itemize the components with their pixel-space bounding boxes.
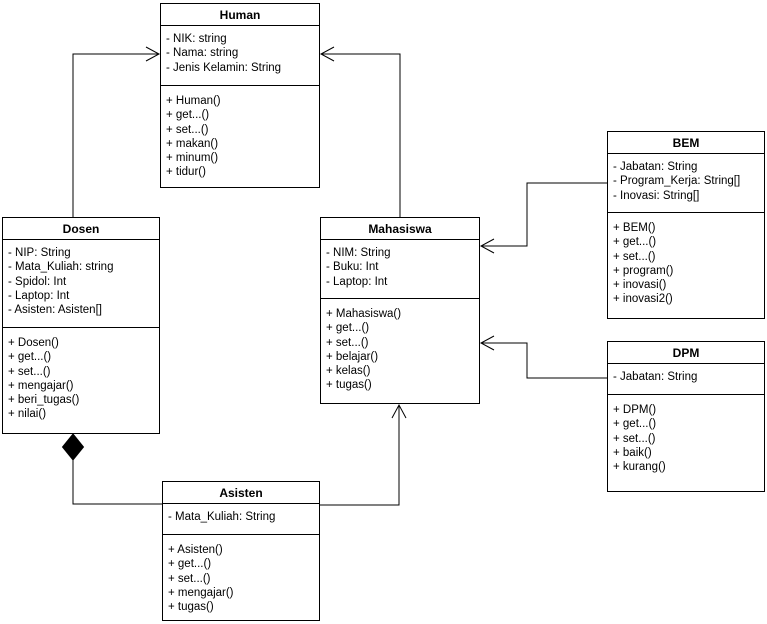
class-methods-dpm: + DPM() + get...()+ set...()+ baik() + kur… [608,395,764,491]
member-row: + set...() [326,336,369,349]
member-row: + Human() [166,95,221,107]
member-row: + mengajar() [8,379,74,392]
class-methods-mahasiswa: + Mahasiswa() + get...()+ set...()+ belaj… [321,299,479,403]
member-row: - Laptop: Int [8,289,70,302]
member-row: + Dosen() [8,337,59,349]
member-row: + mengajar() [168,586,234,599]
connector-mahasiswa-to-human [319,46,401,217]
class-box-asisten: Asisten - Mata_Kuliah: String + Asisten(… [162,481,320,621]
member-row: - NIM: String [326,247,391,259]
member-row: - Nama: string [166,47,239,60]
member-row: + beri_tugas() [8,394,80,407]
member-row: + set...() [613,432,656,445]
arrowhead-left-icon [479,335,495,351]
class-methods-dosen: + Dosen() + get...()+ set...()+ mengajar(… [3,328,159,433]
class-methods-human: + Human() + get...()+ set...()+ makan() + … [161,86,319,187]
member-row: - Buku: Int [326,261,379,274]
class-box-dpm: DPM - Jabatan: String + DPM()+ get...()+… [607,341,765,492]
member-row: + belajar() [326,350,379,363]
member-row: + tugas() [168,601,214,614]
class-name-dosen: Dosen [3,218,159,240]
class-attributes-human: - NIK: string - Nama: string- Jenis Kelam… [161,26,319,86]
class-box-dosen: Dosen - NIP: String - Mata_Kuliah: string… [2,217,160,434]
member-row: + get...() [326,322,370,335]
connector-dosen-composition-asisten [61,433,162,505]
member-row: - Spidol: Int [8,275,67,288]
class-name-bem: BEM [608,132,764,154]
member-row: + baik() [613,446,652,459]
member-row: - Program_Kerja: String[] [613,175,741,188]
arrowhead-up-icon [391,403,407,419]
class-box-bem: BEM - Jabatan: String - Program_Kerja: St… [607,131,765,319]
member-row: + kelas() [326,365,371,378]
class-attributes-dosen: - NIP: String - Mata_Kuliah: string- Spid… [3,240,159,328]
member-row: + Mahasiswa() [326,308,402,320]
class-box-human: Human - NIK: string - Nama: string- Jenis… [160,3,320,188]
member-row: + minum() [166,152,219,165]
class-name-dpm: DPM [608,342,764,364]
member-row: - Laptop: Int [326,275,388,288]
arrowhead-right-icon [145,46,161,62]
member-row: - NIK: string [166,33,227,45]
member-row: + set...() [166,123,209,136]
arrowhead-left-icon [319,46,335,62]
class-attributes-mahasiswa: - NIM: String - Buku: Int- Laptop: Int [321,240,479,299]
member-row: - Inovasi: String[] [613,189,700,202]
class-methods-bem: + BEM() + get...()+ set...()+ program() + … [608,213,764,318]
member-row: - Jabatan: String [613,371,698,383]
class-box-mahasiswa: Mahasiswa - NIM: String - Buku: Int- Lapt… [320,217,480,404]
member-row: + set...() [168,572,211,585]
composition-diamond-icon [61,433,85,461]
member-row: + kurang() [613,461,666,474]
member-row: - Mata_Kuliah: string [8,261,114,274]
member-row: + get...() [166,109,210,122]
class-attributes-dpm: - Jabatan: String [608,364,764,395]
member-row: + DPM() [613,404,657,416]
connector-asisten-to-mahasiswa [320,403,407,506]
member-row: + set...() [613,250,656,263]
member-row: + get...() [613,236,657,249]
class-name-mahasiswa: Mahasiswa [321,218,479,240]
connector-dosen-to-human [72,46,161,217]
member-row: - Asisten: Asisten[] [8,304,102,317]
member-row: + get...() [8,351,52,364]
member-row: - Jenis Kelamin: String [166,61,282,74]
member-row: - NIP: String [8,247,71,259]
class-name-human: Human [161,4,319,26]
class-name-asisten: Asisten [163,482,319,504]
member-row: + inovasi2() [613,293,673,306]
class-attributes-asisten: - Mata_Kuliah: String [163,504,319,535]
arrowhead-left-icon [479,238,495,254]
member-row: - Jabatan: String [613,161,698,173]
member-row: + makan() [166,137,219,150]
member-row: + tidur() [166,166,206,179]
member-row: + program() [613,264,674,277]
member-row: - Mata_Kuliah: String [168,511,276,523]
member-row: + inovasi() [613,279,667,292]
class-attributes-bem: - Jabatan: String - Program_Kerja: String… [608,154,764,213]
member-row: + Asisten() [168,544,223,556]
class-methods-asisten: + Asisten() + get...()+ set...()+ mengaja… [163,535,319,620]
member-row: + get...() [613,418,657,431]
member-row: + nilai() [8,408,47,421]
connector-dpm-to-mahasiswa [479,335,607,379]
member-row: + set...() [8,365,51,378]
connector-bem-to-mahasiswa [479,182,607,254]
member-row: + get...() [168,558,212,571]
member-row: + tugas() [326,379,372,392]
member-row: + BEM() [613,222,656,234]
